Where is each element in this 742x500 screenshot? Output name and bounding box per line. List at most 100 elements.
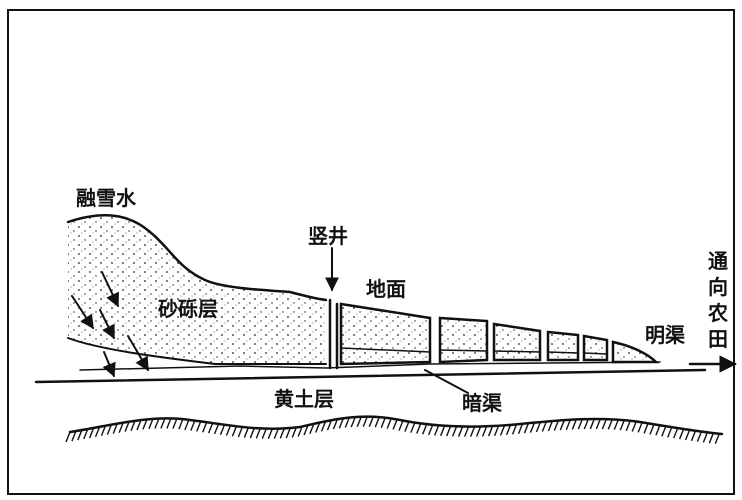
ground-hatch-mark: [493, 425, 500, 436]
ground-hatch-mark: [463, 426, 470, 437]
ground-hatch-mark: [237, 426, 244, 438]
ground-hatch-mark: [291, 427, 297, 438]
ground-hatch-mark: [589, 418, 595, 430]
gravel-mound: [66, 214, 328, 365]
shaft-label: 竖井: [308, 224, 348, 248]
ground-hatch-mark: [285, 427, 291, 439]
open-channel-label: 明渠: [645, 323, 686, 347]
ground-hatch-mark: [481, 426, 488, 437]
ground-hatch-mark: [225, 425, 232, 436]
ground-hatch-mark: [625, 420, 631, 431]
ground-hatch-mark: [77, 429, 83, 441]
ground-hatch-mark: [124, 421, 130, 432]
ground-hatch-mark: [428, 424, 434, 436]
ground-hatch-mark: [631, 421, 637, 432]
ground-hatch-mark: [172, 418, 178, 429]
ground-hatch-mark: [439, 425, 446, 437]
ground-hatch-mark: [148, 418, 154, 430]
ground-hatch-mark: [475, 426, 482, 437]
gravel-blocks: [339, 302, 660, 366]
ground-hatch-mark: [583, 418, 589, 430]
ground-hatch-mark: [326, 419, 333, 431]
ground-hatch-mark: [154, 418, 160, 429]
ground-hatch-mark: [100, 425, 107, 436]
ground-hatch-mark: [451, 426, 458, 437]
ground-hatch-mark: [320, 420, 327, 432]
ground-hatch-mark: [499, 425, 506, 436]
ground-hatch-mark: [142, 419, 148, 430]
gravel-layer-label: 砂砾层: [158, 297, 218, 321]
ground-hatch-mark: [374, 416, 380, 428]
ground-hatch-mark: [231, 426, 238, 437]
ground-hatch-mark: [684, 429, 691, 441]
ground-hatch-mark: [249, 427, 255, 439]
ground-hatch-mark: [523, 422, 530, 434]
ground-hatch-mark: [416, 423, 422, 434]
ground-hatch-mark: [422, 423, 428, 435]
ground-hatch-mark: [673, 427, 679, 439]
to-farmland-char: 农: [707, 301, 728, 325]
ground-hatch-mark: [469, 426, 476, 437]
to-farmland-char: 田: [708, 327, 728, 351]
ground-hatch-mark: [309, 423, 315, 435]
ground-hatch-mark: [279, 428, 285, 439]
figure-frame: [7, 9, 735, 495]
ground-hatch-mark: [213, 423, 220, 435]
ground-hatch-mark: [690, 430, 697, 442]
snowmelt-label: 融雪水: [76, 186, 137, 210]
ground-hatch-mark: [517, 423, 524, 435]
ground-hatch-mark: [202, 421, 208, 433]
ground-hatch-mark: [350, 416, 356, 428]
ground-hatch-mark: [94, 426, 101, 438]
ground-hatch-mark: [643, 423, 649, 434]
ground-hatch-mark: [595, 418, 601, 430]
ground-hatch-mark: [398, 420, 404, 431]
ground-hatch-mark: [445, 425, 452, 437]
ground-hatch-mark: [607, 419, 613, 430]
ground-hatch-mark: [601, 418, 607, 430]
ground-hatch-mark: [553, 420, 560, 431]
ground-hatch-mark: [136, 419, 142, 431]
ground-hatch-mark: [667, 426, 673, 438]
ground-hatch-mark: [702, 432, 709, 443]
ground-hatch-mark: [577, 418, 583, 430]
ground-hatch-mark: [219, 424, 226, 436]
ground-hatch-mark: [368, 416, 374, 428]
ground-surface: [65, 415, 724, 445]
ground-hatch-mark: [487, 425, 494, 437]
ground-hatch-mark: [386, 418, 392, 429]
ground-hatch-mark: [83, 428, 89, 440]
ground-hatch-mark: [655, 425, 661, 436]
ground-hatch-mark: [457, 426, 464, 437]
ground-hatch-mark: [362, 416, 368, 427]
ground-hatch-mark: [178, 418, 184, 430]
ground-hatch-mark: [261, 428, 267, 439]
ground-hatch-mark: [332, 418, 339, 430]
ground-hatch-mark: [106, 424, 112, 435]
ground-hatch-mark: [89, 427, 95, 439]
ground-hatch-mark: [714, 433, 720, 445]
ground-hatch-mark: [255, 428, 261, 439]
ground-hatch-mark: [505, 424, 512, 436]
ground-hatch-mark: [541, 421, 548, 432]
ground-hatch-mark: [267, 428, 273, 439]
ground-hatch-mark: [273, 428, 279, 439]
ground-hatch-mark: [404, 421, 410, 432]
to-farmland-char: 向: [708, 275, 728, 299]
ground-hatch-mark: [649, 424, 655, 435]
ground-hatch-mark: [65, 431, 71, 443]
infiltration-arrows: [71, 271, 149, 378]
ground-hatch-mark: [207, 422, 214, 434]
channel-lines: [34, 361, 707, 384]
underground-channel-label: 暗渠: [462, 391, 503, 415]
ground-hatch-mark: [547, 420, 554, 432]
ground-hatch-mark: [559, 419, 566, 431]
ground-hatch-mark: [434, 425, 440, 436]
ground-hatch-mark: [708, 432, 714, 444]
ground-hatch-mark: [344, 417, 350, 428]
ground-hatch-mark: [160, 418, 166, 429]
ground-label: 地面: [366, 277, 406, 301]
ground-hatch-mark: [338, 417, 344, 429]
ground-hatch-mark: [511, 424, 518, 435]
